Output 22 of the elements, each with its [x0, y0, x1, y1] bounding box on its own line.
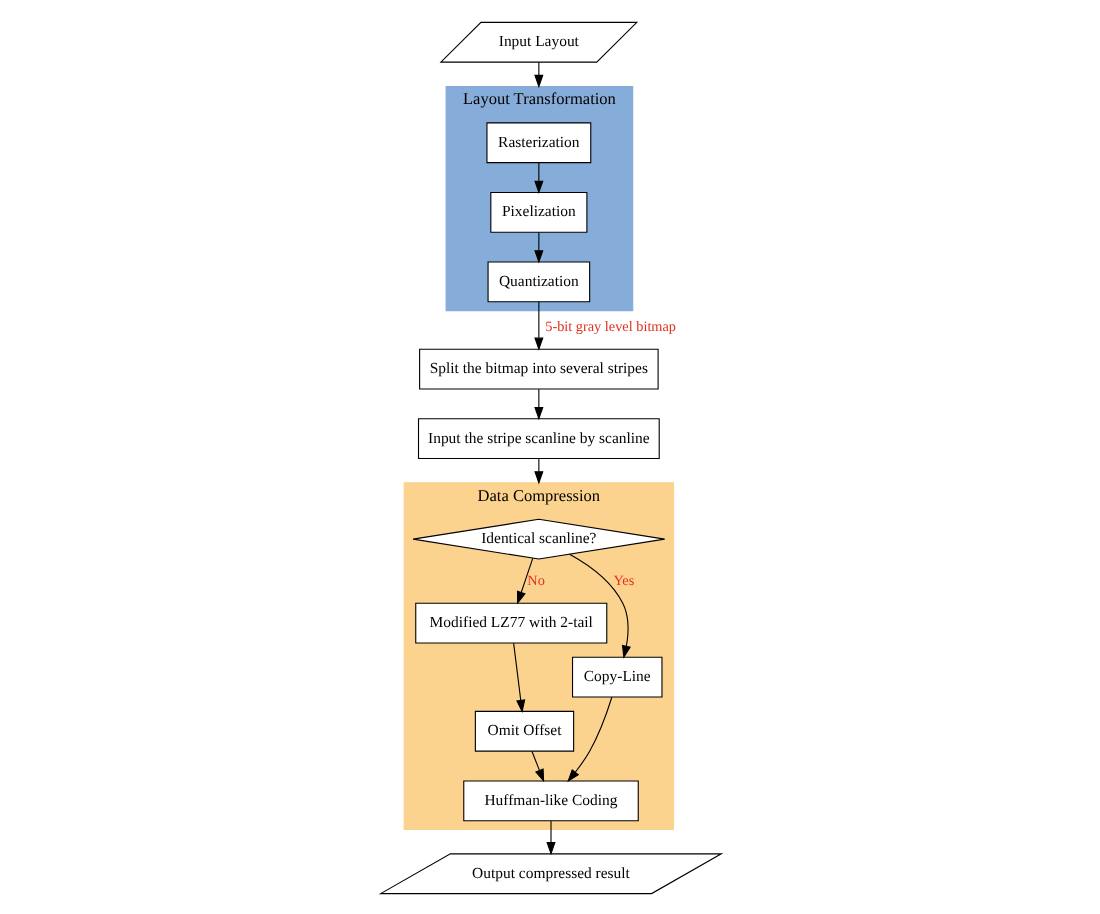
- arrow: [545, 819, 555, 855]
- node-box: Pixelization: [489, 190, 587, 232]
- arrow: [515, 556, 533, 604]
- arrow: [533, 231, 543, 263]
- node-box: Huffman-like Coding: [462, 779, 638, 821]
- arrow: [533, 457, 543, 484]
- node-box: Split the bitmap into several stripes: [418, 347, 658, 389]
- node-box: Omit Offset: [473, 709, 574, 751]
- node-box: Copy-Line: [571, 655, 662, 697]
- node-box: Rasterization: [485, 121, 591, 163]
- node-diamond: Identical scanline?: [411, 517, 665, 559]
- arrow: [533, 161, 543, 193]
- node-box: Input the stripe scanline by scanline: [416, 417, 659, 459]
- arrow: [533, 60, 543, 88]
- arrow: [512, 641, 525, 713]
- arrow: [566, 695, 612, 782]
- arrow: [530, 749, 544, 782]
- arrow: [568, 552, 630, 658]
- node-box: Quantization: [486, 260, 590, 302]
- node-box: Modified LZ77 with 2-tail: [414, 601, 607, 643]
- arrow: [533, 300, 543, 350]
- arrow: [533, 387, 543, 420]
